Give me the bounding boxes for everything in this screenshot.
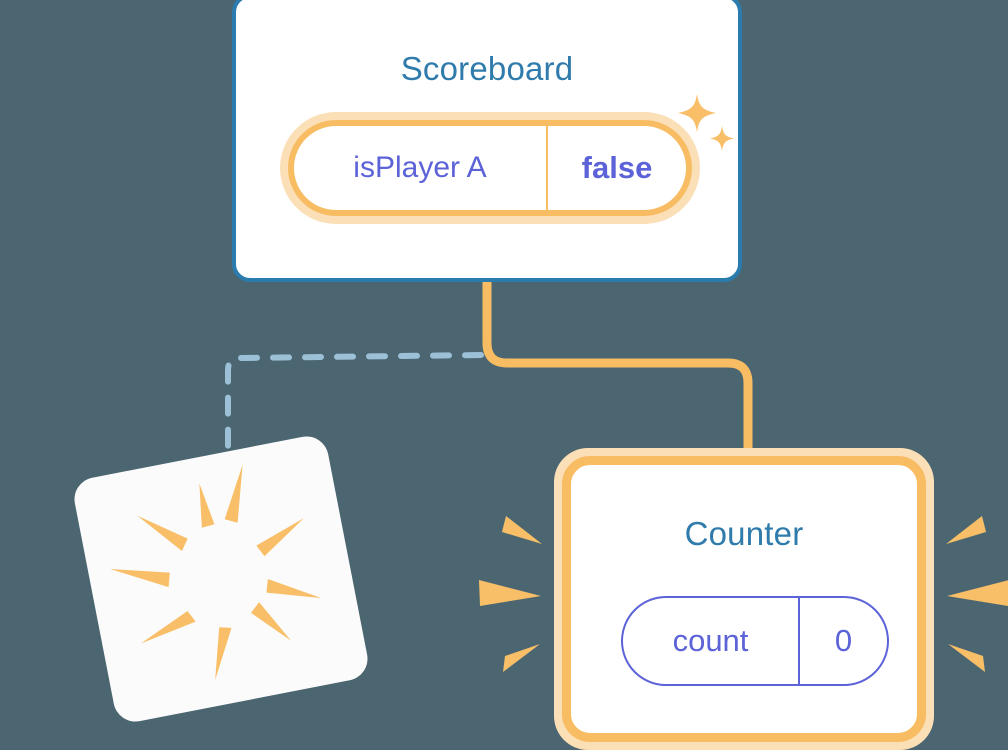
scoreboard-title: Scoreboard [400, 50, 574, 87]
connector-scoreboard-to-counter [482, 282, 753, 470]
burst-ray [946, 516, 986, 544]
card-scoreboard[interactable]: Scoreboard isPlayer A false [232, 0, 742, 282]
sparkle-group [678, 94, 734, 151]
counter-state-value: 0 [834, 623, 853, 658]
burst-ray [503, 644, 540, 672]
scoreboard-state-value: false [581, 150, 653, 185]
burst-ray [140, 610, 196, 644]
counter-title: Counter [684, 515, 804, 552]
counter-state-pill[interactable]: count 0 [621, 596, 889, 686]
scoreboard-state-key: isPlayer A [353, 151, 487, 184]
burst-ray [502, 516, 542, 544]
connector-scoreboard-to-burst-card [225, 352, 484, 490]
card-burst[interactable] [70, 432, 372, 726]
burst-ray [137, 515, 188, 551]
burst-ray [948, 644, 985, 672]
burst-ray [479, 580, 541, 606]
burst-ray [251, 602, 292, 641]
burst-ray [256, 518, 304, 557]
burst-ray [947, 580, 1008, 606]
burst-ray [110, 568, 170, 588]
pill-divider [546, 126, 548, 210]
scoreboard-state-pill-inner: isPlayer A false [288, 120, 692, 216]
burst-ray [215, 627, 232, 680]
counter-state-key: count [672, 623, 749, 658]
burst-ray [224, 464, 243, 523]
burst-card-rays [110, 464, 322, 680]
card-counter-glow: Counter count 0 [554, 448, 934, 750]
pill-divider [798, 598, 800, 684]
counter-left-rays [479, 516, 542, 672]
burst-ray [266, 579, 322, 599]
card-counter[interactable]: Counter count 0 [562, 456, 926, 742]
counter-right-rays [946, 516, 1008, 672]
sparkle-small-icon [710, 126, 734, 151]
burst-ray [199, 483, 215, 528]
scoreboard-state-pill[interactable]: isPlayer A false [280, 112, 700, 224]
sparkle-large-icon [678, 94, 716, 132]
